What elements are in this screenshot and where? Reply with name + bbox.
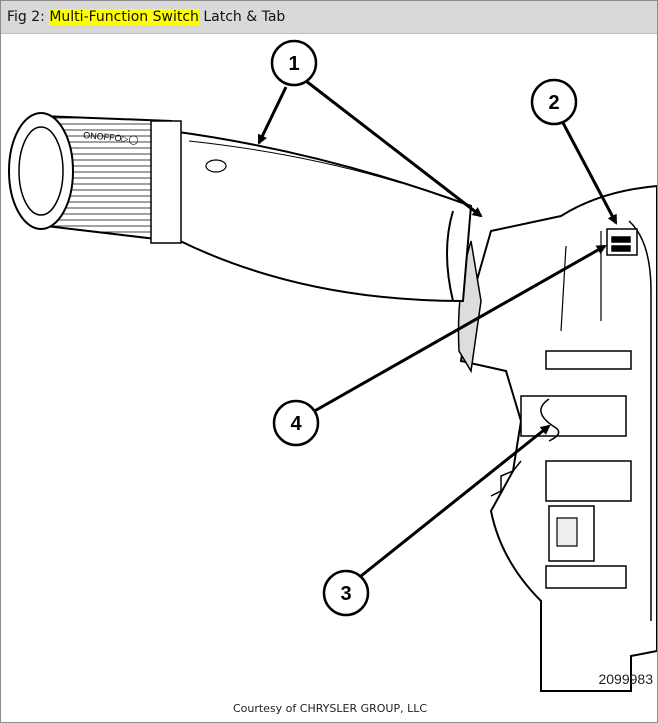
switch-housing	[457, 184, 657, 692]
callout-number: 2	[548, 92, 559, 114]
leader-1b	[305, 79, 483, 218]
credit-line: Courtesy of CHRYSLER GROUP, LLC	[232, 702, 428, 715]
caption-suffix: Latch & Tab	[198, 9, 286, 25]
callout-number: 4	[290, 413, 302, 435]
caption-highlight: Multi-Function Switch	[49, 9, 199, 25]
caption-prefix: Fig 2:	[7, 9, 50, 25]
lever-knob: ONOFFO▷◯	[8, 112, 182, 244]
figure-id: 2099983	[598, 671, 653, 687]
leader-2	[559, 118, 618, 225]
callout-circle	[270, 39, 318, 87]
callout-number: 3	[340, 583, 351, 605]
callout-2: 2	[530, 78, 578, 126]
callout-number: 1	[288, 53, 299, 75]
callout-circle	[530, 78, 578, 126]
callout-circle	[272, 399, 320, 447]
switch-diagram: ONOFFO▷◯ 1 2 3 4	[8, 39, 657, 692]
leader-lines	[257, 79, 618, 578]
switch-lever	[169, 129, 473, 303]
callout-3: 3	[322, 569, 370, 617]
leader-4	[310, 244, 607, 415]
figure-caption: Fig 2: Multi-Function Switch Latch & Tab	[7, 9, 285, 25]
callout-circle	[322, 569, 370, 617]
callout-1: 1	[270, 39, 318, 87]
callout-4: 4	[272, 399, 320, 447]
leader-3	[360, 424, 551, 578]
latch-tab	[606, 228, 638, 256]
caption-bar: Fig 2: Multi-Function Switch Latch & Tab	[1, 1, 657, 34]
leader-1a	[257, 86, 288, 145]
